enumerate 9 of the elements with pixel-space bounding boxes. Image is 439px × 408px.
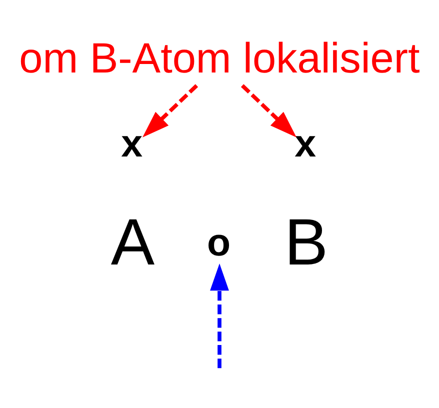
node-text: B bbox=[284, 205, 328, 278]
node-text: x bbox=[121, 122, 143, 165]
node-text: o bbox=[206, 221, 231, 264]
arrow bbox=[210, 263, 229, 368]
arrow bbox=[240, 84, 296, 137]
arrow bbox=[142, 84, 198, 137]
node-text: x bbox=[294, 122, 316, 165]
node-text: om B-Atom lokalisiert bbox=[19, 34, 420, 82]
node-text: A bbox=[110, 205, 155, 278]
